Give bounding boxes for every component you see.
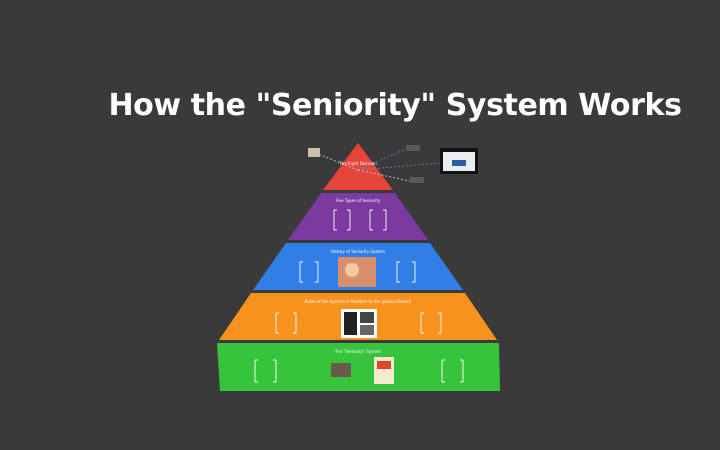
tier-4-label: Rules of the System in Relation to the J… [305,299,412,304]
tier-1[interactable] [323,143,393,190]
connector-lines [312,147,441,182]
tier-3-image-detail [345,263,359,277]
tier-4-image-part-2 [360,312,374,323]
tier-5-image-left[interactable] [331,363,351,377]
tier-3-label: History of Seniority System [331,249,386,254]
apex-note-top [406,145,420,151]
tier-4-frames [275,312,442,334]
tier-5-frames [254,359,464,383]
tier-3-frames [299,261,416,283]
tier-5-label: The "Seniority" System [334,349,381,354]
tier-1-label: The Right Decision [338,161,377,166]
apex-right-thumbnail-detail [452,160,466,166]
tier-5-image-right-detail [377,361,391,369]
tier-4-image-part-3 [360,325,374,335]
tier-5[interactable] [217,343,500,391]
tier-4-image-part-1 [344,312,357,335]
tier-2[interactable] [288,193,428,240]
tier-2-frames [333,209,387,231]
apex-note-bottom [410,177,424,183]
page-title: How the "Seniority" System Works [108,88,682,123]
tier-2-label: Five Types of Seniority [336,198,381,203]
apex-left-thumbnail[interactable] [308,148,320,157]
